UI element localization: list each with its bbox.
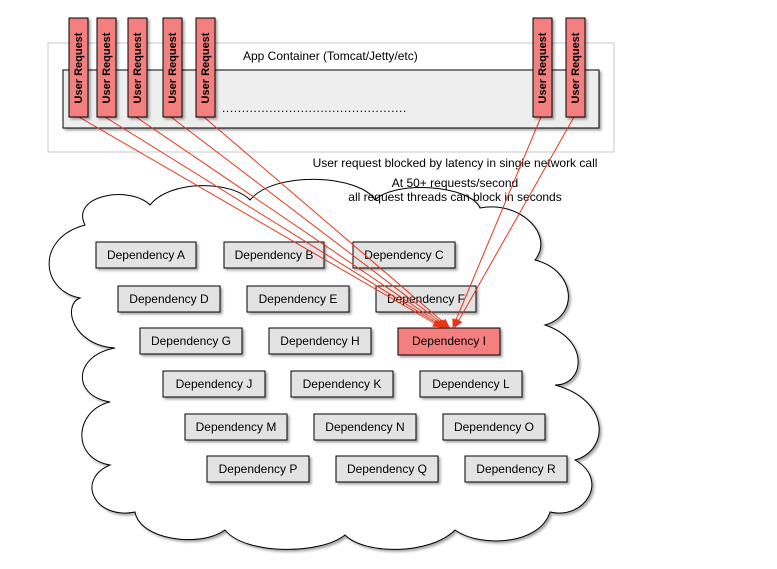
svg-text:Dependency A: Dependency A — [107, 248, 185, 262]
svg-text:Dependency R: Dependency R — [476, 462, 556, 476]
dependency-cloud — [48, 178, 600, 550]
user-request-threads: User Request User Request User Request U… — [68, 17, 586, 118]
svg-text:Dependency G: Dependency G — [151, 334, 231, 348]
blocked-request-arrows — [78, 116, 575, 328]
svg-text:User Request: User Request — [101, 32, 113, 103]
svg-text:Dependency J: Dependency J — [176, 377, 253, 391]
user-request-thread[interactable]: User Request — [565, 17, 586, 118]
svg-text:Dependency K: Dependency K — [303, 377, 382, 391]
svg-text:Dependency E: Dependency E — [259, 292, 338, 306]
svg-text:User Request: User Request — [132, 32, 144, 103]
svg-text:Dependency I: Dependency I — [412, 334, 486, 348]
svg-text:User Request: User Request — [73, 32, 85, 103]
dependency-box[interactable]: Dependency M — [184, 413, 288, 441]
annotation-line-3: all request threads can block in seconds — [348, 190, 561, 204]
dependency-box[interactable]: Dependency N — [313, 413, 417, 441]
dependency-box[interactable]: Dependency Q — [335, 455, 439, 483]
dependency-box[interactable]: Dependency O — [442, 413, 546, 441]
svg-text:User Request: User Request — [200, 32, 212, 103]
ellipsis: ........................................… — [222, 101, 407, 115]
user-request-thread[interactable]: User Request — [68, 17, 89, 118]
dependency-box[interactable]: Dependency H — [268, 327, 372, 355]
user-request-thread[interactable]: User Request — [532, 17, 553, 118]
svg-text:Dependency P: Dependency P — [219, 462, 298, 476]
svg-text:User Request: User Request — [570, 32, 582, 103]
dependency-box[interactable]: Dependency J — [162, 370, 266, 398]
user-request-thread[interactable]: User Request — [127, 17, 148, 118]
dependency-box[interactable]: Dependency P — [206, 455, 310, 483]
request-arrow — [170, 116, 448, 328]
dependency-box[interactable]: Dependency E — [246, 285, 350, 313]
svg-text:User Request: User Request — [537, 32, 549, 103]
svg-text:Dependency H: Dependency H — [280, 334, 359, 348]
request-arrow — [104, 116, 444, 328]
request-arrow — [452, 116, 542, 328]
request-arrow — [135, 116, 446, 328]
dependency-box[interactable]: Dependency D — [117, 285, 221, 313]
request-arrow — [78, 116, 442, 328]
svg-text:Dependency O: Dependency O — [454, 420, 534, 434]
dependency-box[interactable]: Dependency G — [139, 327, 243, 355]
svg-text:Dependency D: Dependency D — [129, 292, 209, 306]
svg-text:Dependency L: Dependency L — [432, 377, 510, 391]
svg-text:Dependency N: Dependency N — [325, 420, 404, 434]
request-arrow — [454, 116, 575, 328]
app-container-label: App Container (Tomcat/Jetty/etc) — [243, 49, 418, 63]
dependency-grid: Dependency A Dependency B Dependency C D… — [95, 241, 568, 483]
svg-text:Dependency B: Dependency B — [235, 248, 314, 262]
user-request-thread[interactable]: User Request — [96, 17, 117, 118]
user-request-thread[interactable]: User Request — [162, 17, 183, 118]
dependency-box[interactable]: Dependency L — [419, 370, 523, 398]
annotation-line-2: At 50+ requests/second — [392, 176, 518, 190]
app-container-inner — [62, 69, 600, 129]
dependency-box[interactable]: Dependency C — [352, 241, 456, 269]
svg-text:Dependency C: Dependency C — [364, 248, 444, 262]
annotation-line-1: User request blocked by latency in singl… — [313, 156, 598, 170]
svg-text:Dependency F: Dependency F — [387, 292, 465, 306]
svg-text:User Request: User Request — [167, 32, 179, 103]
request-arrow — [203, 116, 450, 328]
dependency-box[interactable]: Dependency B — [223, 241, 325, 269]
dependency-box[interactable]: Dependency K — [290, 370, 394, 398]
svg-text:Dependency Q: Dependency Q — [347, 462, 427, 476]
dependency-box[interactable]: Dependency R — [464, 455, 568, 483]
user-request-thread[interactable]: User Request — [195, 17, 216, 118]
dependency-box-blocked[interactable]: Dependency I — [397, 327, 501, 356]
dependency-box[interactable]: Dependency A — [95, 241, 197, 269]
svg-text:Dependency M: Dependency M — [196, 420, 277, 434]
